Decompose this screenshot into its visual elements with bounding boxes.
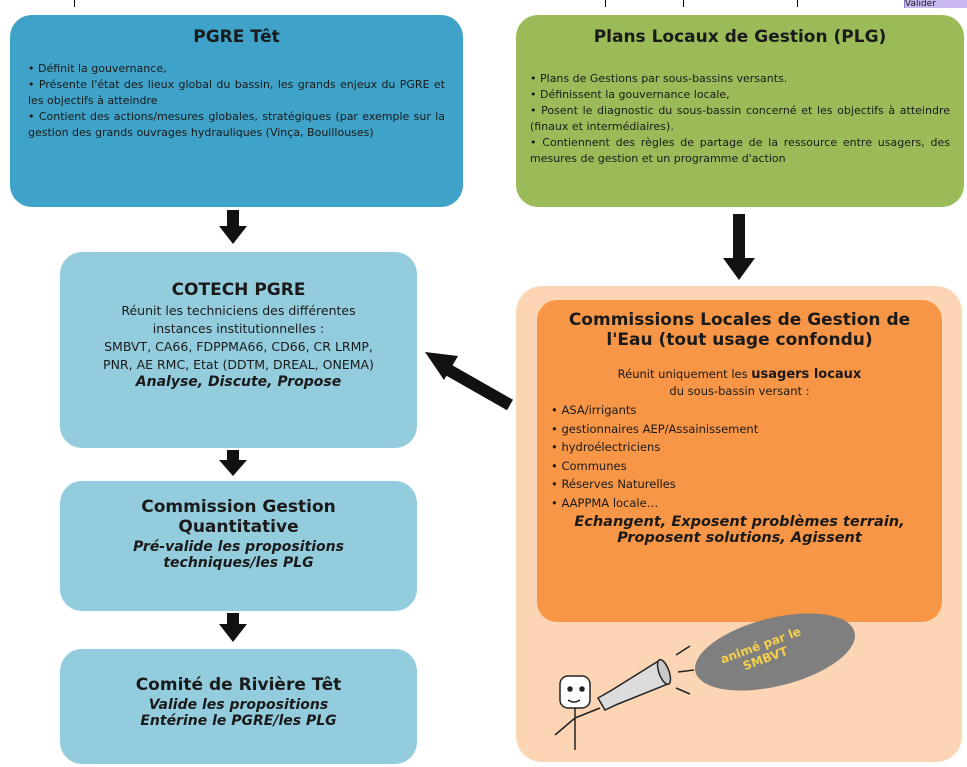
cotech-action: Analyse, Discute, Propose [135,374,342,390]
arrow-down-icon [723,214,755,280]
cotech-box: COTECH PGRE Réunit les techniciens des d… [60,252,417,448]
cotech-line: Réunit les techniciens des différentes [121,303,356,318]
pgre-bullet: Définit la gouvernance, [28,61,445,77]
pgre-bullets: Définit la gouvernance, Présente l'état … [28,61,445,141]
megaphone-person-icon [554,645,695,750]
valider-tab[interactable]: Valider [904,0,967,8]
clge-item: ASA/irrigants [551,401,928,420]
clge-item: AAPPMA locale… [551,494,928,513]
clge-action: Echangent, Exposent problèmes terrain, [574,514,905,530]
crt-line: Entérine le PGRE/les PLG [140,713,337,729]
pgre-bullet: Contient des actions/mesures globales, s… [28,109,445,141]
crt-box: Comité de Rivière Têt Valide les proposi… [60,649,417,764]
clge-item: Réserves Naturelles [551,475,928,494]
cotech-line: instances institutionnelles : [152,321,325,336]
cotech-title: COTECH PGRE [171,280,306,300]
clge-intro: Réunit uniquement les usagers locaux [551,366,928,383]
pgre-bullet: Présente l'état des lieux global du bass… [28,77,445,109]
top-divider [74,0,75,7]
clge-items: ASA/irrigants gestionnaires AEP/Assainis… [551,401,928,512]
arrow-down-icon [219,613,247,642]
crt-line: Valide les propositions [148,697,329,713]
plg-bullet: Contiennent des règles de partage de la … [530,135,950,167]
cgq-action: Pré-valide les propositions [133,539,344,555]
clge-intro-line2: du sous-bassin versant : [669,384,810,398]
arrow-diagonal-icon [425,352,513,411]
cotech-line: PNR, AE RMC, Etat (DDTM, DREAL, ONEMA) [103,357,374,372]
arrow-down-icon [219,210,247,244]
top-divider [605,0,606,7]
clge-title: l'Eau (tout usage confondu) [606,330,873,350]
plg-bullet: Plans de Gestions par sous-bassins versa… [530,71,950,87]
top-divider [683,0,684,7]
crt-title: Comité de Rivière Têt [135,675,342,695]
speech-bubble [695,613,855,691]
clge-action: Proposent solutions, Agissent [617,530,862,546]
clge-item: hydroélectriciens [551,438,928,457]
plg-box: Plans Locaux de Gestion (PLG) Plans de G… [516,15,964,207]
cgq-box: Commission Gestion Quantitative Pré-vali… [60,481,417,611]
plg-bullet: Posent le diagnostic du sous-bassin conc… [530,103,950,135]
pgre-box: PGRE Têt Définit la gouvernance, Présent… [10,15,463,207]
clge-intro-text: Réunit uniquement les [617,367,752,381]
clge-box: Commissions Locales de Gestion de l'Eau … [537,300,942,622]
clge-item: Communes [551,457,928,476]
arrow-down-icon [219,450,247,476]
cotech-line: SMBVT, CA66, FDPPMA66, CD66, CR LRMP, [104,339,373,354]
plg-bullets: Plans de Gestions par sous-bassins versa… [530,71,950,167]
cgq-title: Quantitative [178,517,299,537]
cgq-action: techniques/les PLG [163,555,314,571]
cgq-title: Commission Gestion [141,497,336,517]
pgre-title: PGRE Têt [193,27,280,47]
plg-title: Plans Locaux de Gestion (PLG) [593,27,887,47]
clge-item: gestionnaires AEP/Assainissement [551,420,928,439]
top-divider [797,0,798,7]
clge-intro-bold: usagers locaux [751,367,862,382]
plg-bullet: Définissent la gouvernance locale, [530,87,950,103]
clge-title: Commissions Locales de Gestion de [568,310,911,330]
valider-label: Valider [905,0,936,8]
